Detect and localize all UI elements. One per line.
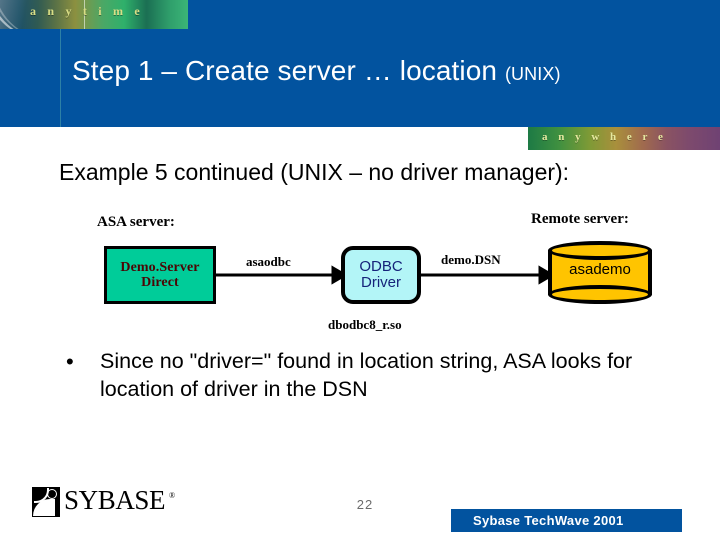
anytime-brand-strip: a n y t i m e xyxy=(0,0,188,29)
page-title-suffix: (UNIX) xyxy=(504,64,561,84)
node-odbc-line2: Driver xyxy=(361,274,401,291)
caption-asa-server: ASA server: xyxy=(97,214,175,230)
techwave-banner: Sybase TechWave 2001 xyxy=(451,509,682,532)
spiral-dot xyxy=(47,489,57,499)
cylinder-bottom-ellipse xyxy=(548,285,652,304)
spiral-arc-large xyxy=(33,499,55,516)
techwave-banner-label: Sybase TechWave 2001 xyxy=(473,513,624,528)
page-title: Step 1 – Create server … location (UNIX) xyxy=(72,55,712,87)
node-demoserver-line2: Direct xyxy=(141,275,179,290)
edge-label-asaodbc: asaodbc xyxy=(246,254,291,269)
node-asademo-database-cylinder: asademo xyxy=(548,241,652,304)
caption-remote-server: Remote server: xyxy=(531,211,629,227)
page-title-main: Step 1 – Create server … location xyxy=(72,55,505,86)
anytime-strip-divider xyxy=(84,0,85,29)
edge-label-demodsn: demo.DSN xyxy=(441,252,501,267)
bullet-list-item: • Since no "driver=" found in location s… xyxy=(62,348,712,403)
anywhere-brand-strip: a n y w h e r e xyxy=(528,127,720,150)
bullet-body-text: Since no "driver=" found in location str… xyxy=(100,349,633,401)
slide-subtitle: Example 5 continued (UNIX – no driver ma… xyxy=(59,159,570,185)
sybase-registered-mark: ® xyxy=(169,491,176,500)
bullet-marker: • xyxy=(66,349,74,374)
anytime-label: a n y t i m e xyxy=(30,4,144,18)
sybase-logo: SYBASE ® xyxy=(32,485,182,525)
node-odbc-driver: ODBC Driver xyxy=(341,246,421,304)
driver-file-label: dbodbc8_r.so xyxy=(328,317,402,332)
sybase-spiral-mark-icon xyxy=(32,487,60,517)
cylinder-label: asademo xyxy=(569,261,631,278)
anywhere-label: a n y w h e r e xyxy=(542,131,667,143)
page-number: 22 xyxy=(356,497,374,512)
node-demoserver-line1: Demo.Server xyxy=(120,259,200,275)
node-odbc-line1: ODBC xyxy=(359,257,403,275)
sybase-wordmark: SYBASE xyxy=(64,485,166,515)
header-vertical-rule xyxy=(60,28,61,127)
node-demoserver-direct: Demo.Server Direct xyxy=(104,246,216,304)
cylinder-top-ellipse xyxy=(548,241,652,260)
